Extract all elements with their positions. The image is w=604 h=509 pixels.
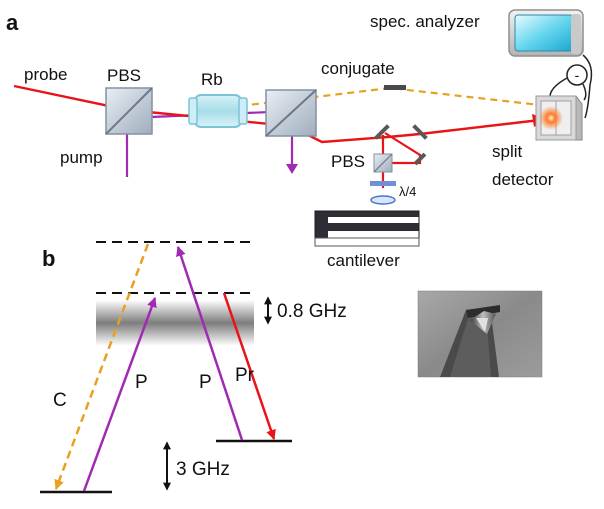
panel-b-letter: b — [42, 246, 55, 271]
transition-conjugate-arrow — [54, 243, 150, 490]
laser-spot — [539, 106, 563, 130]
cantilever-sem-image — [417, 290, 543, 378]
split-detector — [535, 95, 583, 141]
analyzer-cable — [582, 54, 593, 119]
rb-vapor-cell — [188, 94, 248, 128]
label-pbs-left: PBS — [107, 66, 141, 85]
cantilever-chip — [314, 210, 420, 239]
label-p-left: P — [135, 372, 148, 393]
conjugate-mirror — [384, 85, 406, 90]
label-detector: detector — [492, 170, 554, 189]
detector-cable-right — [582, 83, 587, 101]
label-quarter-wave: λ/4 — [399, 184, 416, 199]
panel-a-letter: a — [6, 10, 19, 35]
focusing-lens — [370, 195, 396, 205]
label-splitting: 3 GHz — [176, 459, 230, 480]
pbs-left-cube — [105, 87, 153, 135]
excited-state-band — [96, 300, 254, 346]
label-spec-analyzer: spec. analyzer — [370, 12, 480, 31]
cantilever-base — [314, 237, 420, 247]
detector-cable-left — [549, 77, 568, 99]
label-detuning: 0.8 GHz — [277, 301, 347, 322]
mirror-upper-right — [412, 124, 428, 140]
label-split: split — [492, 142, 523, 161]
transition-pump-right-arrow — [176, 246, 244, 441]
label-cantilever: cantilever — [327, 251, 400, 270]
spectrum-analyzer-monitor — [508, 9, 584, 57]
subtraction-node — [566, 64, 588, 86]
label-conjugate: conjugate — [321, 59, 395, 78]
mirror-upper-left — [374, 124, 390, 140]
label-rb: Rb — [201, 70, 223, 89]
subtraction-sign: - — [575, 67, 580, 83]
label-pump: pump — [60, 148, 103, 167]
label-probe: probe — [24, 65, 67, 84]
label-pr: Pr — [235, 365, 255, 386]
transition-pump-left-arrow — [82, 297, 157, 492]
quarter-wave-plate — [370, 181, 396, 186]
pbs-small-cube — [373, 153, 393, 173]
pump-exit-arrowhead — [286, 164, 298, 174]
label-pbs-lower: PBS — [331, 152, 365, 171]
label-p-right: P — [199, 372, 212, 393]
label-c: C — [53, 390, 67, 411]
mirror-lower-right — [413, 152, 427, 166]
pbs-right-cube — [265, 89, 317, 137]
transition-probe-arrow — [222, 292, 276, 440]
